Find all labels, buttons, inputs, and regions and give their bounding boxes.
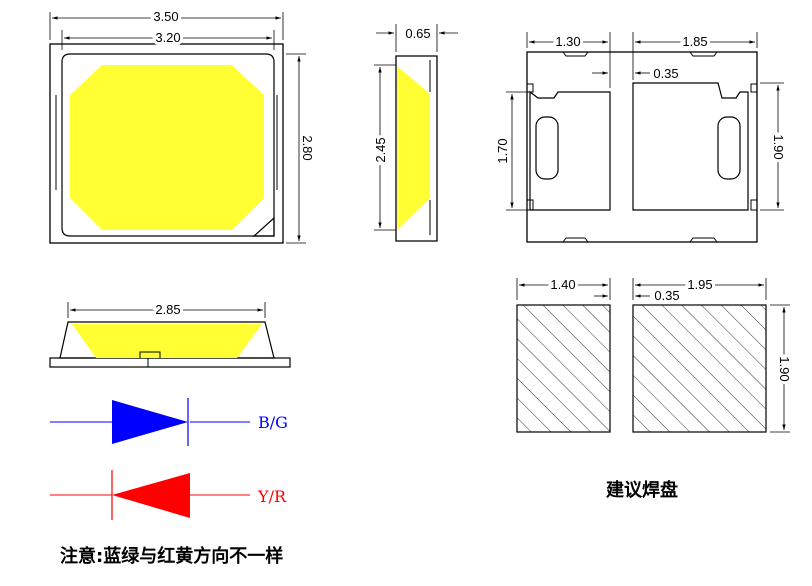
label-yellow-red: Y/R xyxy=(257,487,287,506)
diode-blue-triangle xyxy=(112,400,188,444)
dim-front-width: 2.85 xyxy=(155,302,180,317)
dim-inner-width: 3.20 xyxy=(155,30,180,45)
dim-pad-right-width: 1.85 xyxy=(682,34,707,49)
top-view-body-outline xyxy=(49,43,284,244)
bottom-view-outline xyxy=(526,51,758,243)
bottom-pad-right-slot xyxy=(717,116,741,180)
cathode-mark xyxy=(252,216,275,237)
dim-height: 2.80 xyxy=(300,135,315,160)
solder-pad-caption: 建议焊盘 xyxy=(606,479,678,501)
diode-red-triangle xyxy=(112,473,190,518)
front-view-lens xyxy=(72,324,262,358)
side-view-lens xyxy=(397,66,430,230)
dim-outer-width: 3.50 xyxy=(153,9,178,24)
polarity-yellow-red: Y/R xyxy=(50,470,287,520)
dim-side-depth: 0.65 xyxy=(405,26,430,41)
polarity-note: 注意:蓝绿与红黄方向不一样 xyxy=(60,545,283,567)
front-view-base xyxy=(49,357,291,368)
label-blue-green: B/G xyxy=(258,413,288,432)
solder-pad-left xyxy=(516,304,611,433)
top-view-led-lens xyxy=(70,65,264,230)
bottom-pad-left-slot xyxy=(535,116,559,180)
dim-pad-left-height: 1.70 xyxy=(495,138,510,163)
dim-solder-gap: 0.35 xyxy=(654,288,679,303)
bottom-pad-right xyxy=(632,82,749,211)
front-view: 2.85 xyxy=(49,299,291,368)
dim-side-height: 2.45 xyxy=(373,137,388,162)
dim-pad-gap: 0.35 xyxy=(653,66,678,81)
dim-solder-height: 1.90 xyxy=(777,356,792,381)
dim-solder-left-width: 1.40 xyxy=(550,277,575,292)
top-view: 3.50 3.20 2.80 xyxy=(49,6,318,244)
bottom-view: 1.30 1.85 0.35 1.70 1.90 xyxy=(492,31,789,243)
dim-pad-right-height: 1.90 xyxy=(771,134,786,159)
side-view: 0.65 2.45 xyxy=(370,24,458,242)
polarity-blue-green: B/G xyxy=(50,398,288,446)
bottom-pad-left xyxy=(529,90,611,211)
solder-pad: 1.40 1.95 0.35 1.90 建议焊盘 xyxy=(516,274,795,501)
solder-pad-right xyxy=(632,304,767,433)
side-view-body xyxy=(395,55,438,242)
dim-pad-left-width: 1.30 xyxy=(555,34,580,49)
dim-solder-right-width: 1.95 xyxy=(687,277,712,292)
top-view-cavity xyxy=(61,53,275,237)
